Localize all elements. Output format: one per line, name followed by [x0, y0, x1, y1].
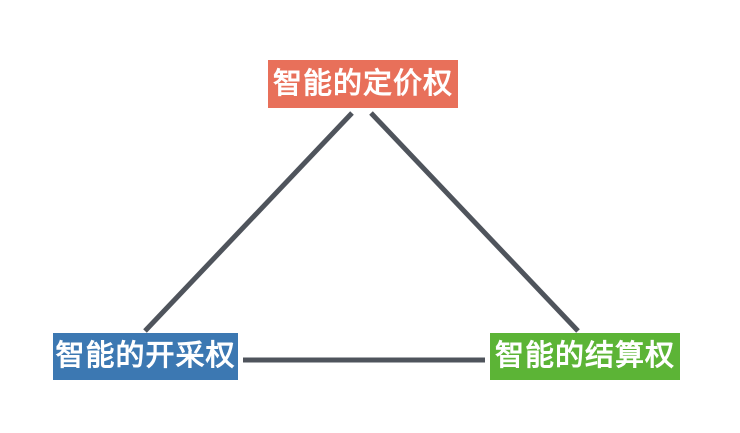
- edge-top-to-bottom-right: [369, 111, 580, 333]
- node-settlement-power: 智能的结算权: [490, 333, 680, 380]
- node-settlement-power-label: 智能的结算权: [494, 340, 675, 372]
- edge-top-to-bottom-left: [143, 111, 354, 333]
- node-mining-power: 智能的开采权: [53, 333, 238, 380]
- node-mining-power-label: 智能的开采权: [55, 340, 236, 372]
- node-pricing-power-label: 智能的定价权: [272, 67, 453, 100]
- node-pricing-power: 智能的定价权: [268, 60, 458, 108]
